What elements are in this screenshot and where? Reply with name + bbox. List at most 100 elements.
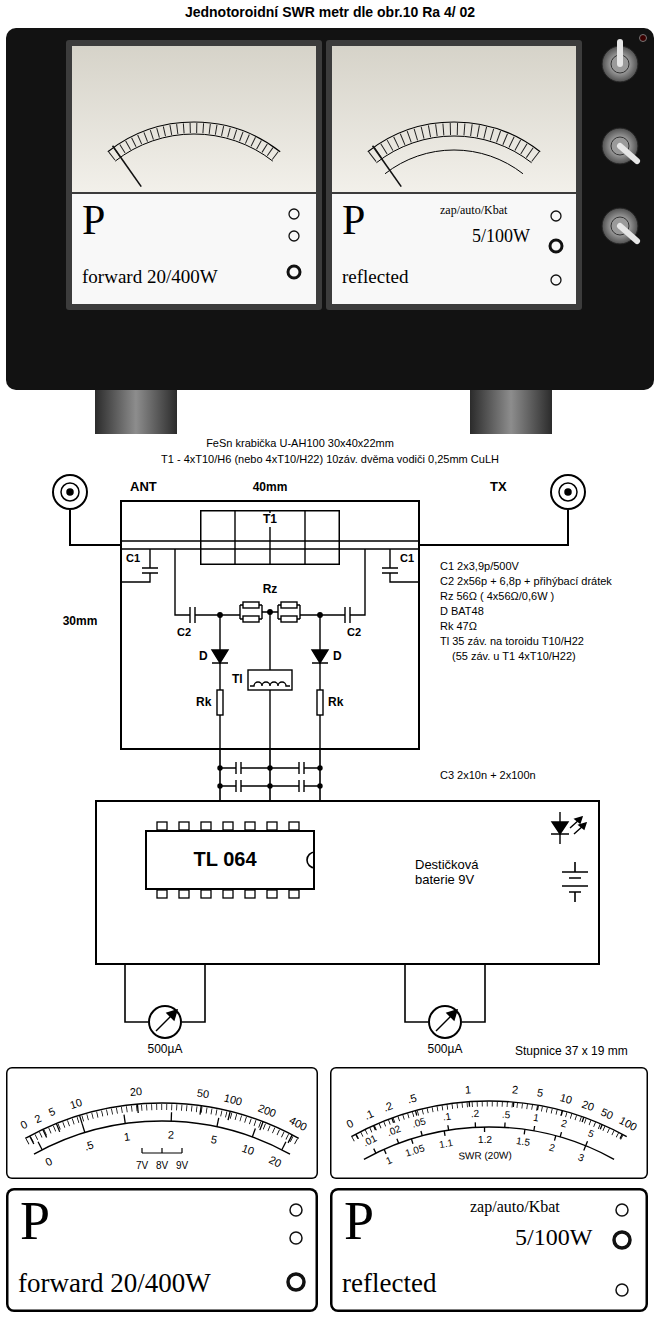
meter-scale: 0251020501002004000.512510207V8V9V (6, 1067, 318, 1179)
part-label: C1 (126, 552, 140, 565)
ic-pin (223, 822, 233, 830)
led-symbol (552, 822, 568, 834)
selector-dot (289, 209, 299, 219)
part-label: Rk (328, 696, 343, 710)
scale-arc (112, 128, 277, 156)
voltage-bracket (142, 1148, 182, 1153)
meter-needle (113, 146, 142, 187)
scale-number: 0 (19, 1119, 30, 1132)
scale-tick (560, 1132, 561, 1137)
meter-wire (182, 965, 485, 1022)
selector-dot (551, 275, 561, 285)
selector-dot (616, 1284, 628, 1296)
meter-needle (447, 1010, 457, 1020)
selector-dot (288, 266, 300, 278)
selector-dot (616, 1204, 628, 1216)
ic-pin (179, 822, 189, 830)
node-text: forward 20/400W (82, 266, 218, 288)
scale-arc (108, 122, 280, 152)
coupler-circuit (281, 602, 297, 608)
led-symbol (579, 823, 586, 829)
scale-tick (411, 1139, 413, 1144)
coupler-circuit (248, 670, 292, 690)
panel-label-card: Pzap/auto/Kbat5/100Wreflected (330, 1188, 648, 1312)
node-text: P (344, 1190, 374, 1252)
meter-needle (373, 146, 402, 187)
scale-tick (586, 1141, 588, 1146)
coupler-circuit (243, 616, 259, 622)
selector-dot (289, 231, 299, 241)
coupler-circuit (212, 615, 328, 748)
meter-photo (6, 28, 654, 434)
scale-tick (415, 1111, 416, 1116)
node-text: ANT (130, 480, 157, 495)
scale-number: 1 (123, 1132, 131, 1144)
scale-tick (584, 1146, 586, 1151)
scale-number: .2 (470, 1109, 479, 1119)
coupler-circuit (281, 616, 297, 622)
wire (319, 750, 321, 800)
scale-number: 5 (210, 1134, 218, 1146)
ic-pin (245, 890, 255, 898)
scale-number: 1.2 (478, 1135, 492, 1145)
ic-pin (201, 890, 211, 898)
scale-tick (171, 1112, 173, 1121)
parts-list-item: Tl 35 záv. na toroidu T10/H22 (440, 635, 584, 648)
parts-list-item: C3 2x10n + 2x100n (440, 769, 536, 782)
coupler-circuit (312, 650, 328, 663)
coupler-circuit (382, 549, 418, 582)
part-label: Rk (196, 696, 211, 710)
part-label: D (333, 650, 342, 664)
selector-dot (288, 209, 630, 1296)
ic-pin (245, 822, 255, 830)
scale-number: .02 (386, 1124, 403, 1138)
scale-arc (376, 136, 531, 163)
scale-number: 7V (136, 1160, 148, 1172)
scale-tick (356, 1134, 358, 1138)
scale-number: .5 (407, 1093, 419, 1106)
coax-connector-detail (565, 489, 571, 495)
coupler-circuit (122, 510, 418, 748)
scale-tick (537, 1105, 539, 1110)
scale-tick (469, 1102, 471, 1107)
coax-connector-detail (67, 489, 73, 495)
led-symbol (551, 812, 584, 844)
parts-list-item: C1 2x3,9p/500V (440, 560, 519, 573)
toggle-switch (617, 42, 623, 64)
parts-list-item: (55 záv. u T1 4xT10/H22) (452, 650, 576, 663)
meter-photo (72, 194, 316, 304)
scale-number: 50 (196, 1088, 210, 1101)
scale-tick (421, 1131, 422, 1136)
node-text: zap/auto/Kbat (470, 1198, 560, 1216)
node-text: TX (490, 480, 507, 495)
coupler-circuit (240, 605, 300, 670)
scale-number: 2 (167, 1130, 174, 1141)
scale-number: 2 (33, 1112, 43, 1125)
wire (70, 510, 120, 545)
coupler-circuit (212, 650, 228, 663)
scale-tick (392, 1118, 394, 1123)
scale-tick (561, 1111, 562, 1116)
coupler-circuit (234, 510, 235, 565)
meter-photo (332, 194, 576, 304)
scale-tick (56, 1124, 59, 1132)
scale-tick (30, 1136, 34, 1144)
part-label: Rz (263, 583, 278, 597)
toggle-switch (620, 226, 637, 241)
ic-chip: TL 064 (145, 830, 315, 890)
dimension-label: 30mm (63, 615, 98, 629)
coupler-circuit (250, 682, 290, 686)
node-text: 500µA (428, 1043, 463, 1057)
coupler-circuit (218, 613, 222, 617)
parts-list-item: C2 2x56p + 6,8p + přihýbací drátek (440, 575, 612, 588)
scale-tick (43, 1129, 47, 1137)
toggle-switch (602, 35, 647, 245)
battery-symbol (562, 862, 588, 902)
scale-number: 20 (268, 1155, 284, 1170)
node-text: TL 064 (194, 848, 257, 871)
coupler-circuit (300, 549, 365, 623)
coupler-circuit (317, 690, 323, 715)
scale-tick (513, 1102, 515, 1107)
scale-number: .2 (382, 1100, 394, 1113)
node-text: 5/100W (515, 1224, 592, 1252)
